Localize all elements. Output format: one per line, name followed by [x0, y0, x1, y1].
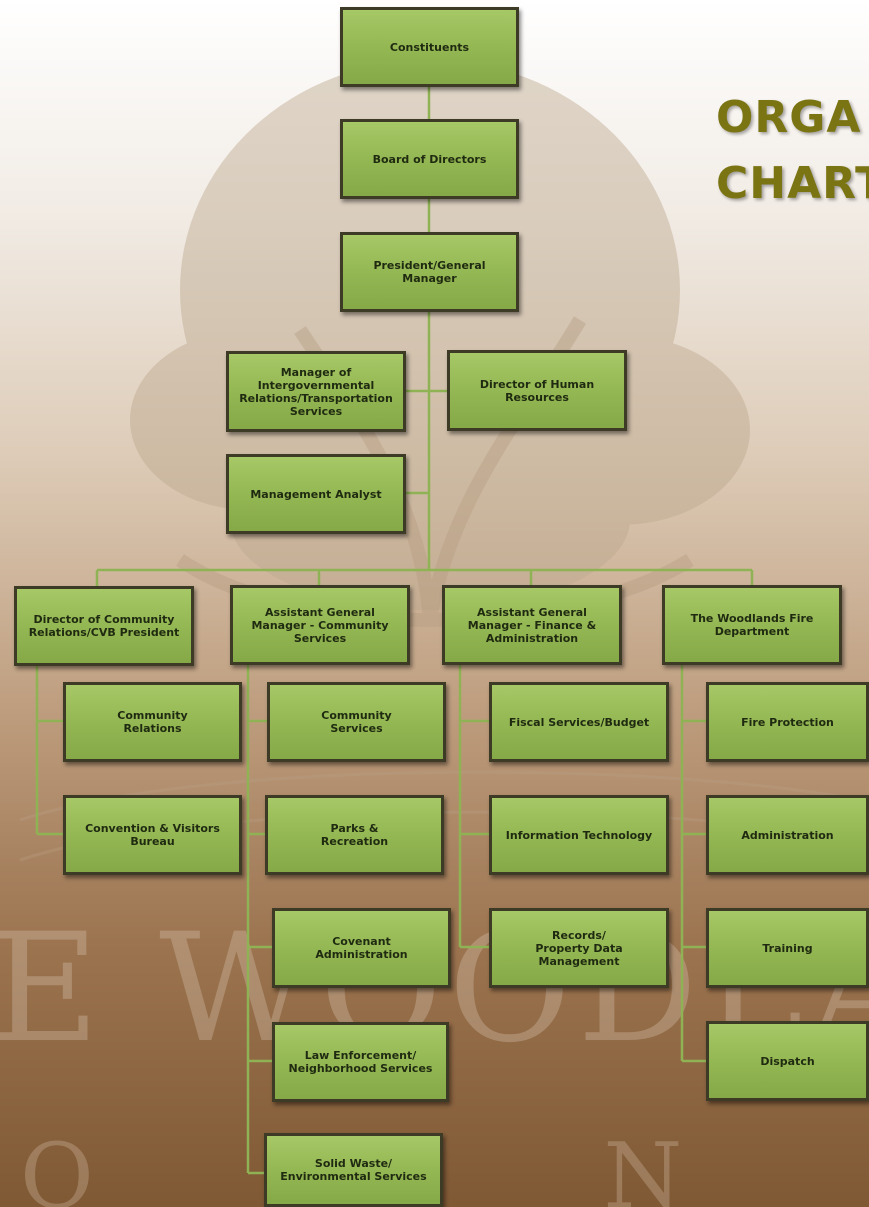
node-parks-label: Parks & Recreation [320, 822, 389, 848]
node-intergovernmental-manager: Manager of Intergovernmental Relations/T… [226, 351, 406, 432]
node-agm-community-services: Assistant General Manager - Community Se… [230, 585, 410, 665]
node-agm-finance: Assistant General Manager - Finance & Ad… [442, 585, 622, 665]
node-law-label: Law Enforcement/ Neighborhood Services [288, 1049, 433, 1075]
node-dispatch: Dispatch [706, 1021, 869, 1101]
node-board-label: Board of Directors [372, 152, 487, 166]
node-hr-label: Director of Human Resources [479, 377, 595, 404]
node-fire-dept-label: The Woodlands Fire Department [690, 612, 814, 638]
node-fiscal-services: Fiscal Services/Budget [489, 682, 669, 762]
node-records-label: Records/ Property Data Management [535, 928, 623, 968]
node-agm-finance-label: Assistant General Manager - Finance & Ad… [467, 605, 597, 645]
node-agm-community-label: Assistant General Manager - Community Se… [251, 605, 389, 645]
node-covenant-label: Covenant Administration [315, 935, 408, 961]
node-law-enforcement: Law Enforcement/ Neighborhood Services [272, 1022, 449, 1102]
chart-title-line2: CHART [716, 158, 869, 209]
node-solid-waste: Solid Waste/ Environmental Services [264, 1133, 443, 1207]
node-information-technology: Information Technology [489, 795, 669, 875]
node-analyst-label: Management Analyst [250, 487, 382, 501]
node-community-relations-label: Community Relations [117, 709, 188, 735]
node-board-of-directors: Board of Directors [340, 119, 519, 199]
node-community-services-label: Community Services [321, 709, 392, 735]
node-fire-administration: Administration [706, 795, 869, 875]
chart-title-line1: ORGA [716, 92, 862, 143]
node-training: Training [706, 908, 869, 988]
node-intergov-label: Manager of Intergovernmental Relations/T… [239, 365, 393, 418]
node-fire-department: The Woodlands Fire Department [662, 585, 842, 665]
node-covenant-administration: Covenant Administration [272, 908, 451, 988]
node-dispatch-label: Dispatch [760, 1054, 815, 1068]
node-management-analyst: Management Analyst [226, 454, 406, 534]
node-president-label: President/General Manager [373, 259, 486, 285]
node-training-label: Training [762, 941, 813, 955]
node-constituents-label: Constituents [389, 40, 470, 54]
node-community-services: Community Services [267, 682, 446, 762]
node-constituents: Constituents [340, 7, 519, 87]
node-records-property-data: Records/ Property Data Management [489, 908, 669, 988]
node-convention-label: Convention & Visitors Bureau [85, 822, 220, 848]
node-director-community-relations: Director of Community Relations/CVB Pres… [14, 586, 194, 666]
node-community-relations: Community Relations [63, 682, 242, 762]
node-fire-protection-label: Fire Protection [741, 715, 834, 729]
node-solid-waste-label: Solid Waste/ Environmental Services [280, 1157, 427, 1183]
node-fire-protection: Fire Protection [706, 682, 869, 762]
node-fiscal-label: Fiscal Services/Budget [508, 715, 650, 729]
node-dir-community-label: Director of Community Relations/CVB Pres… [28, 613, 180, 639]
node-human-resources: Director of Human Resources [447, 350, 627, 431]
node-it-label: Information Technology [505, 828, 653, 842]
node-convention-visitors-bureau: Convention & Visitors Bureau [63, 795, 242, 875]
node-president: President/General Manager [340, 232, 519, 312]
node-parks-recreation: Parks & Recreation [265, 795, 444, 875]
node-fire-admin-label: Administration [741, 828, 834, 842]
